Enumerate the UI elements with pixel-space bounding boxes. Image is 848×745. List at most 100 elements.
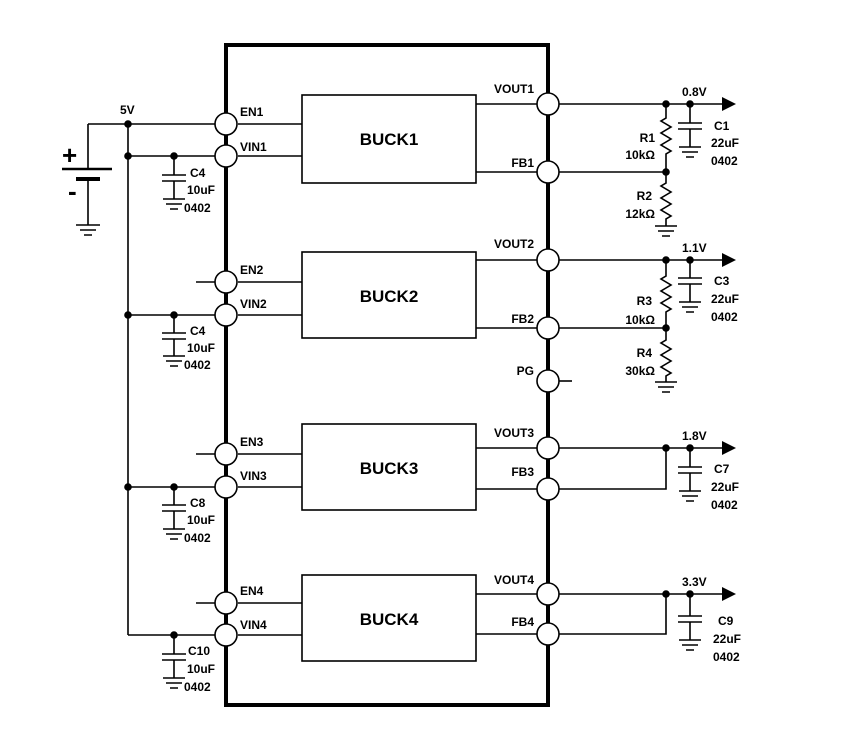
en-pin-label: EN2: [240, 263, 264, 277]
internal-wiring: [238, 103, 548, 636]
cap-size-label: 0402: [713, 650, 740, 664]
vout-pin-label: VOUT3: [494, 426, 534, 440]
en-pin-label: EN4: [240, 584, 264, 598]
resistor-value-label: 30kΩ: [625, 364, 655, 378]
junction-dot: [124, 311, 132, 319]
vout-pin-label: VOUT4: [494, 573, 534, 587]
resistor-ref-label: R1: [640, 131, 656, 145]
vin1-pin: [214, 144, 238, 168]
output-arrow: [722, 587, 736, 601]
battery-minus-label: -: [68, 176, 77, 206]
vin3-pin: [214, 475, 238, 499]
cap-value-label: 10uF: [187, 341, 215, 355]
en2-pin: [214, 270, 238, 294]
en1-pin: [214, 112, 238, 136]
vout2-pin: [536, 248, 560, 272]
input-capacitor-c10: C10 10uF 0402: [162, 631, 215, 694]
en-pin-label: EN1: [240, 105, 264, 119]
cap-size-label: 0402: [184, 201, 211, 215]
vin-pin-label: VIN3: [240, 469, 267, 483]
cap-value-label: 10uF: [187, 513, 215, 527]
output-voltage-label: 1.8V: [682, 429, 707, 443]
buck-name-label: BUCK3: [360, 459, 419, 478]
cap-value-label: 10uF: [187, 662, 215, 676]
cap-ref-label: C4: [190, 166, 206, 180]
vin-pin-label: VIN1: [240, 140, 267, 154]
fb-pin-label: FB2: [511, 312, 534, 326]
vin4-pin: [214, 623, 238, 647]
output-arrow: [722, 441, 736, 455]
vin-rail: [124, 152, 226, 636]
output-voltage-label: 3.3V: [682, 575, 707, 589]
resistor-value-label: 12kΩ: [625, 207, 655, 221]
cap-value-label: 10uF: [187, 183, 215, 197]
cap-size-label: 0402: [184, 531, 211, 545]
cap-value-label: 22uF: [711, 480, 739, 494]
buck2-block: BUCK2: [301, 251, 477, 339]
cap-ref-label: C10: [188, 644, 210, 658]
en3-pin: [214, 442, 238, 466]
cap-size-label: 0402: [711, 310, 738, 324]
ic-pins: [214, 92, 560, 647]
vin2-pin: [214, 303, 238, 327]
fb-pin-label: FB1: [511, 156, 534, 170]
pg-pin: [536, 369, 560, 393]
buck-name-label: BUCK4: [360, 610, 419, 629]
output-network-3: 1.8V C7 22uF 0402: [559, 429, 739, 512]
cap-value-label: 22uF: [711, 292, 739, 306]
output-network-4: 3.3V C9 22uF 0402: [559, 575, 741, 664]
vout1-pin: [536, 92, 560, 116]
cap-ref-label: C9: [718, 614, 734, 628]
cap-ref-label: C3: [714, 274, 730, 288]
resistor-ref-label: R4: [637, 346, 653, 360]
cap-size-label: 0402: [711, 498, 738, 512]
cap-ref-label: C7: [714, 462, 730, 476]
cap-size-label: 0402: [711, 154, 738, 168]
buck1-block: BUCK1: [301, 94, 477, 184]
cap-ref-label: C4: [190, 324, 206, 338]
fb3-pin: [536, 477, 560, 501]
output-arrow: [722, 253, 736, 267]
cap-value-label: 22uF: [711, 136, 739, 150]
input-capacitor-c4-1: C4 10uF 0402: [162, 152, 215, 215]
resistor-ref-label: R3: [637, 294, 653, 308]
fb2-pin: [536, 316, 560, 340]
input-capacitor-c4-2: C4 10uF 0402: [162, 311, 215, 372]
resistor-ref-label: R2: [637, 189, 653, 203]
cap-size-label: 0402: [184, 680, 211, 694]
vin-pin-label: VIN4: [240, 618, 267, 632]
fb-pin-label: FB4: [511, 615, 534, 629]
pin-labels: EN1 VIN1 EN2 VIN2 EN3 VIN3 EN4 VIN4 VOUT…: [240, 82, 534, 632]
en-pin-label: EN3: [240, 435, 264, 449]
vout3-pin: [536, 436, 560, 460]
output-arrow: [722, 97, 736, 111]
vout-pin-label: VOUT1: [494, 82, 534, 96]
pg-pin-label: PG: [517, 364, 534, 378]
vout4-pin: [536, 582, 560, 606]
buck3-block: BUCK3: [301, 423, 477, 511]
vin-pin-label: VIN2: [240, 297, 267, 311]
ground-symbol: [76, 224, 100, 236]
vout-pin-label: VOUT2: [494, 237, 534, 251]
fb4-pin: [536, 622, 560, 646]
input-capacitor-c8: C8 10uF 0402: [162, 483, 215, 545]
resistor-value-label: 10kΩ: [625, 148, 655, 162]
input-supply: + - 5V: [62, 103, 226, 635]
buck4-block: BUCK4: [301, 574, 477, 662]
cap-ref-label: C8: [190, 496, 206, 510]
buck-name-label: BUCK2: [360, 287, 419, 306]
output-voltage-label: 0.8V: [682, 85, 707, 99]
junction-dot: [124, 152, 132, 160]
junction-dot: [124, 483, 132, 491]
en4-pin: [214, 591, 238, 615]
resistor-value-label: 10kΩ: [625, 313, 655, 327]
battery-plus-label: +: [62, 140, 77, 170]
supply-voltage-label: 5V: [120, 103, 135, 117]
fb1-pin: [536, 160, 560, 184]
cap-size-label: 0402: [184, 358, 211, 372]
output-network-2: 1.1V C3 22uF 0402 R3 10kΩ R4 30kΩ: [559, 241, 739, 393]
cap-ref-label: C1: [714, 119, 730, 133]
output-voltage-label: 1.1V: [682, 241, 707, 255]
cap-value-label: 22uF: [713, 632, 741, 646]
